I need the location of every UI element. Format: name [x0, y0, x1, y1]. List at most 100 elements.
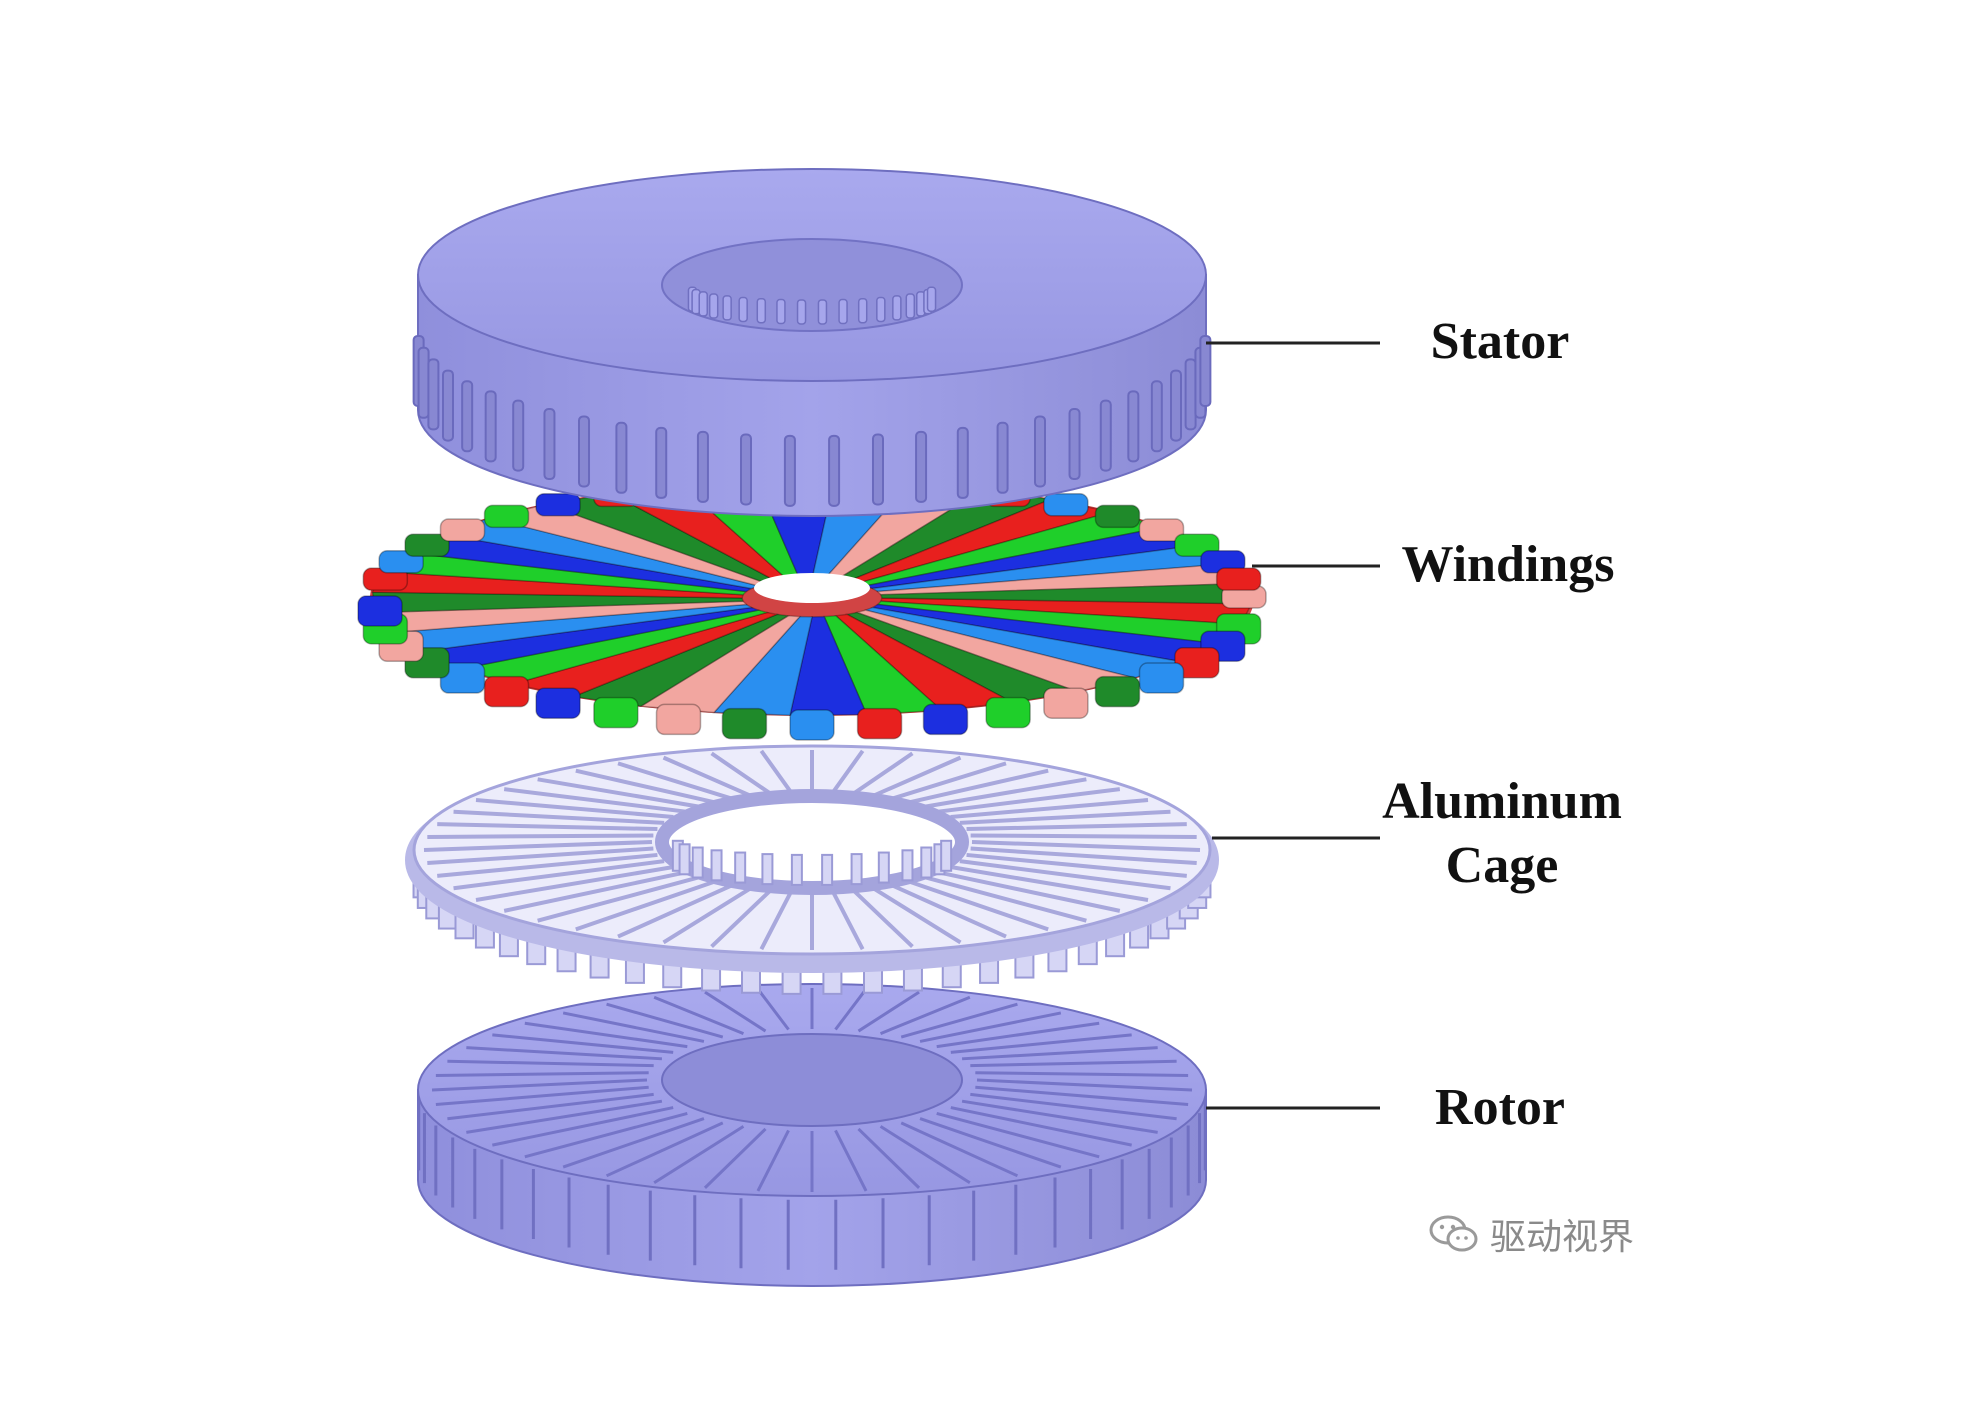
cage-spoke	[503, 787, 686, 814]
stator-bore-slot	[698, 291, 708, 317]
rotor-top-slot	[562, 1011, 705, 1043]
stator-slot	[578, 415, 591, 488]
winding-end-cap	[1174, 647, 1220, 679]
rotor-top-slot	[879, 1125, 971, 1185]
rotor-top-slot	[653, 995, 745, 1035]
aluminum-cage-label-line1: Aluminum	[1382, 773, 1622, 830]
rotor-top-slot	[961, 1099, 1158, 1134]
stator-slot	[512, 399, 525, 472]
cage-spoke	[966, 852, 1187, 878]
stator-slot	[484, 390, 497, 463]
cage-spoke	[453, 859, 665, 891]
cage-spoke	[453, 809, 665, 825]
winding-end-cap	[535, 687, 581, 719]
cage-spoke	[617, 761, 733, 801]
wechat-icon	[1429, 1215, 1478, 1252]
stator-slot	[828, 434, 841, 507]
cage-inner-bars	[671, 839, 953, 886]
stator-slot	[615, 421, 628, 494]
rotor-top-slot	[466, 1099, 663, 1134]
cage-inner-bar	[790, 853, 803, 886]
winding-end-cap	[1094, 504, 1141, 529]
stator-slot	[1170, 369, 1183, 442]
cage-spoke	[759, 749, 793, 794]
cage-spoke	[427, 833, 654, 839]
winding-coils	[371, 479, 1253, 717]
rotor-top-slot	[936, 1021, 1100, 1049]
cage-spoke	[970, 846, 1197, 866]
cage-spoke	[959, 809, 1171, 825]
winding-end-cap	[439, 662, 486, 694]
stator-slot	[655, 426, 668, 499]
stator-slot	[1150, 380, 1163, 453]
winding-end-cap	[1094, 675, 1141, 708]
winding-end-cap	[655, 703, 702, 736]
rotor-top-slot	[936, 1111, 1100, 1159]
rotor-top-slot	[976, 1078, 1193, 1092]
rotor-top-slot	[879, 995, 971, 1035]
winding-end-cap	[357, 595, 403, 627]
rotor-top-slot	[900, 1121, 1019, 1178]
cage-inner-bar	[821, 853, 834, 886]
rotor-top-slots	[431, 988, 1193, 1192]
cage-inner-bar	[920, 846, 933, 879]
winding-end-cap	[1138, 518, 1185, 542]
cage-spoke	[662, 886, 752, 945]
stator-bore-slot	[857, 297, 868, 324]
stator-bore-slot	[796, 299, 807, 325]
stator-slot	[996, 421, 1009, 494]
cage-inner-bar	[850, 853, 863, 886]
winding-end-cap	[922, 703, 969, 736]
cage-spoke	[437, 852, 658, 878]
stator-bore-slot	[892, 295, 902, 321]
cage-spoke	[710, 888, 772, 949]
cage-spoke	[475, 798, 674, 819]
rotor-top-slot	[605, 1121, 724, 1178]
stator-slot	[915, 430, 928, 503]
stator-bore-slot	[722, 295, 732, 321]
cage-spoke	[938, 787, 1121, 814]
stator-slot	[1184, 358, 1197, 431]
cage-inner-bar	[901, 849, 914, 882]
cage-spoke	[537, 777, 700, 809]
cage-spoke	[971, 840, 1201, 852]
winding-end-cap	[856, 707, 903, 740]
cage-inner-ring	[655, 789, 969, 895]
rotor-top-slot	[435, 1085, 649, 1107]
rotor-top-slot	[919, 1011, 1062, 1043]
cage-spoke	[908, 768, 1049, 805]
cage-spoke	[503, 870, 686, 913]
cage-spoke	[831, 749, 865, 794]
winding-end-cap	[1043, 687, 1089, 719]
stator-bore-slot	[838, 298, 848, 325]
cage-spoke	[924, 875, 1087, 923]
cage-inner-bar	[734, 851, 747, 884]
rotor-top-slot	[756, 1129, 790, 1192]
rotor-top-slot	[950, 1106, 1132, 1147]
cage-spoke	[891, 761, 1007, 801]
rotor-top-slot	[524, 1021, 688, 1049]
stator-bore-slot	[817, 299, 828, 325]
rotor-top-slot	[975, 1085, 1189, 1107]
winding-end-cap	[593, 696, 639, 729]
winding-end-cap	[1043, 493, 1089, 517]
cage-spoke	[759, 890, 793, 951]
winding-end-cap	[483, 675, 530, 708]
stator-slot	[696, 430, 709, 503]
cage-spoke	[662, 755, 752, 798]
cage-spoke	[475, 865, 674, 902]
cage-spoke	[966, 822, 1187, 832]
cage-inner-bar	[691, 846, 704, 879]
windings-label: Windings	[1401, 536, 1615, 593]
stator-bore-slot	[756, 297, 767, 324]
cage-inner-bar	[877, 851, 890, 884]
cage-inner-bar	[940, 839, 953, 872]
cage-spoke	[852, 888, 914, 949]
rotor-top-slot	[435, 1071, 649, 1077]
stator-slot	[417, 346, 430, 419]
cage-spoke	[908, 879, 1049, 932]
aluminum-cage-label: Aluminum Cage	[1372, 770, 1632, 898]
windings-center-hole	[754, 573, 870, 603]
stator-slot	[1099, 399, 1112, 472]
cage-spoke	[891, 883, 1007, 939]
